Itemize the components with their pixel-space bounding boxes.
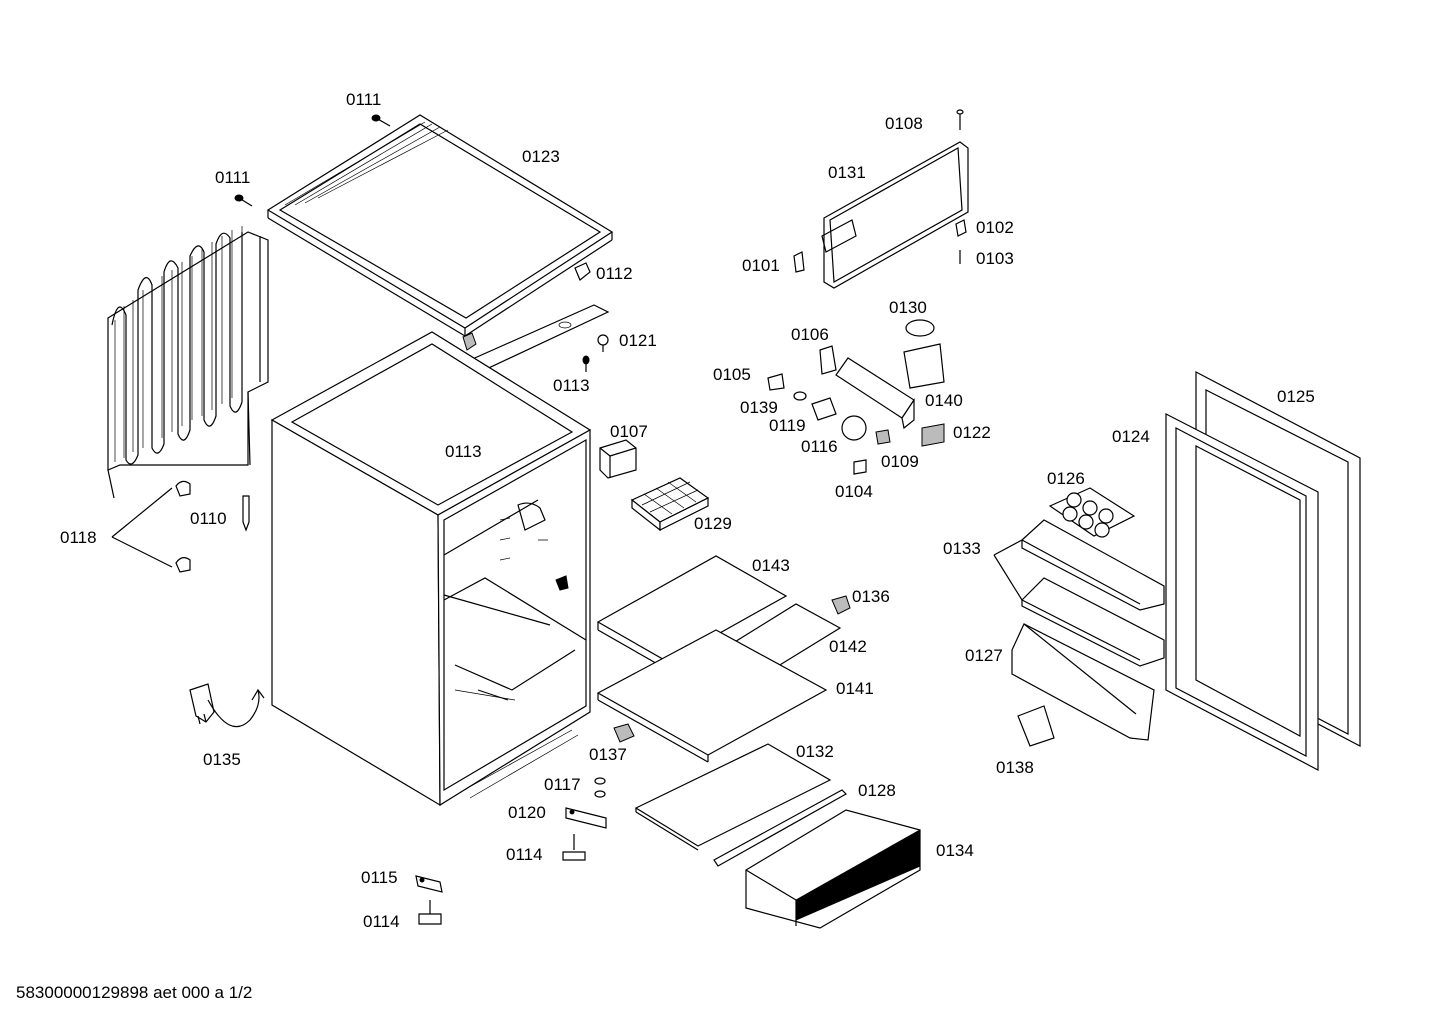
clip-0112 [462, 262, 591, 351]
freezer-door [793, 109, 969, 289]
part-label-0107: 0107 [610, 422, 648, 441]
part-label-0103: 0103 [976, 249, 1014, 268]
leader-0133 [993, 539, 1023, 601]
part-label-0126: 0126 [1047, 469, 1085, 488]
part-label-0106: 0106 [791, 325, 829, 344]
part-label-0104: 0104 [835, 482, 873, 501]
part-label-0134: 0134 [936, 841, 974, 860]
part-label-0139: 0139 [740, 398, 778, 417]
part-label-0114: 0114 [506, 845, 543, 864]
clip-0136 [613, 595, 851, 743]
part-label-0121: 0121 [619, 331, 657, 350]
part-label-0113: 0113 [445, 442, 482, 461]
part-label-0111: 0111 [346, 90, 382, 109]
part-label-0137: 0137 [589, 745, 627, 764]
part-label-0101: 0101 [742, 256, 780, 275]
hinge-0120 [565, 807, 607, 829]
part-label-0124: 0124 [1112, 427, 1150, 446]
condenser-coil [107, 226, 269, 499]
clip-0138 [1017, 705, 1055, 747]
crisper-drawer [745, 809, 921, 929]
part-label-0108: 0108 [885, 114, 923, 133]
part-label-0132: 0132 [796, 742, 834, 761]
thermostat-housing [767, 319, 945, 475]
part-label-0111: 0111 [215, 168, 251, 187]
door-gasket [1165, 413, 1319, 771]
hinge-0115 [415, 875, 443, 893]
top-cover [266, 114, 614, 337]
part-label-0141: 0141 [836, 679, 874, 698]
part-label-0142: 0142 [829, 637, 867, 656]
part-label-0136: 0136 [852, 587, 890, 606]
egg-tray [1048, 487, 1136, 538]
part-label-0130: 0130 [889, 298, 927, 317]
part-label-0123: 0123 [522, 147, 560, 166]
foot-0114-a [562, 834, 586, 861]
part-label-0133: 0133 [943, 539, 981, 558]
bracket-0107 [599, 439, 637, 479]
part-label-0117: 0117 [544, 775, 581, 794]
part-label-0118: 0118 [60, 528, 97, 547]
part-label-0128: 0128 [858, 781, 896, 800]
screw-0111-top [371, 114, 391, 127]
part-label-0120: 0120 [508, 803, 546, 822]
part-label-0119: 0119 [769, 416, 806, 435]
drawing-reference-number: 58300000129898 aet 000 a 1/2 [16, 983, 253, 1002]
door-bin-middle [1021, 577, 1165, 667]
part-label-0116: 0116 [801, 437, 838, 456]
part-label-0143: 0143 [752, 556, 790, 575]
screw-0111-left [234, 194, 253, 207]
part-label-0131: 0131 [828, 163, 866, 182]
trim-strip-0128 [713, 789, 847, 867]
sensor-0110 [242, 495, 250, 532]
door-bin-upper [1021, 519, 1165, 611]
part-label-0127: 0127 [965, 646, 1003, 665]
part-label-0102: 0102 [976, 218, 1014, 237]
door-bin-lower [1011, 623, 1155, 741]
spacer-0118 [111, 480, 191, 573]
part-label-0140: 0140 [925, 391, 963, 410]
part-label-0105: 0105 [713, 365, 751, 384]
part-label-0138: 0138 [996, 758, 1034, 777]
foot-0114-b [418, 900, 442, 925]
part-label-0129: 0129 [694, 514, 732, 533]
part-label-0112: 0112 [596, 264, 633, 283]
power-cord [189, 683, 265, 728]
part-label-0109: 0109 [881, 452, 919, 471]
washers-0117 [594, 777, 606, 798]
part-label-0135: 0135 [203, 750, 241, 769]
cabinet-body [270, 331, 592, 807]
glass-shelf-0141 [596, 629, 828, 763]
part-label-0125: 0125 [1277, 387, 1315, 406]
part-label-0113: 0113 [553, 376, 590, 395]
part-label-0115: 0115 [361, 868, 398, 887]
part-label-0110: 0110 [190, 509, 227, 528]
glass-shelf-0132 [634, 743, 832, 851]
part-label-0114: 0114 [363, 912, 400, 931]
ice-tray [630, 477, 710, 532]
part-label-0122: 0122 [953, 423, 991, 442]
